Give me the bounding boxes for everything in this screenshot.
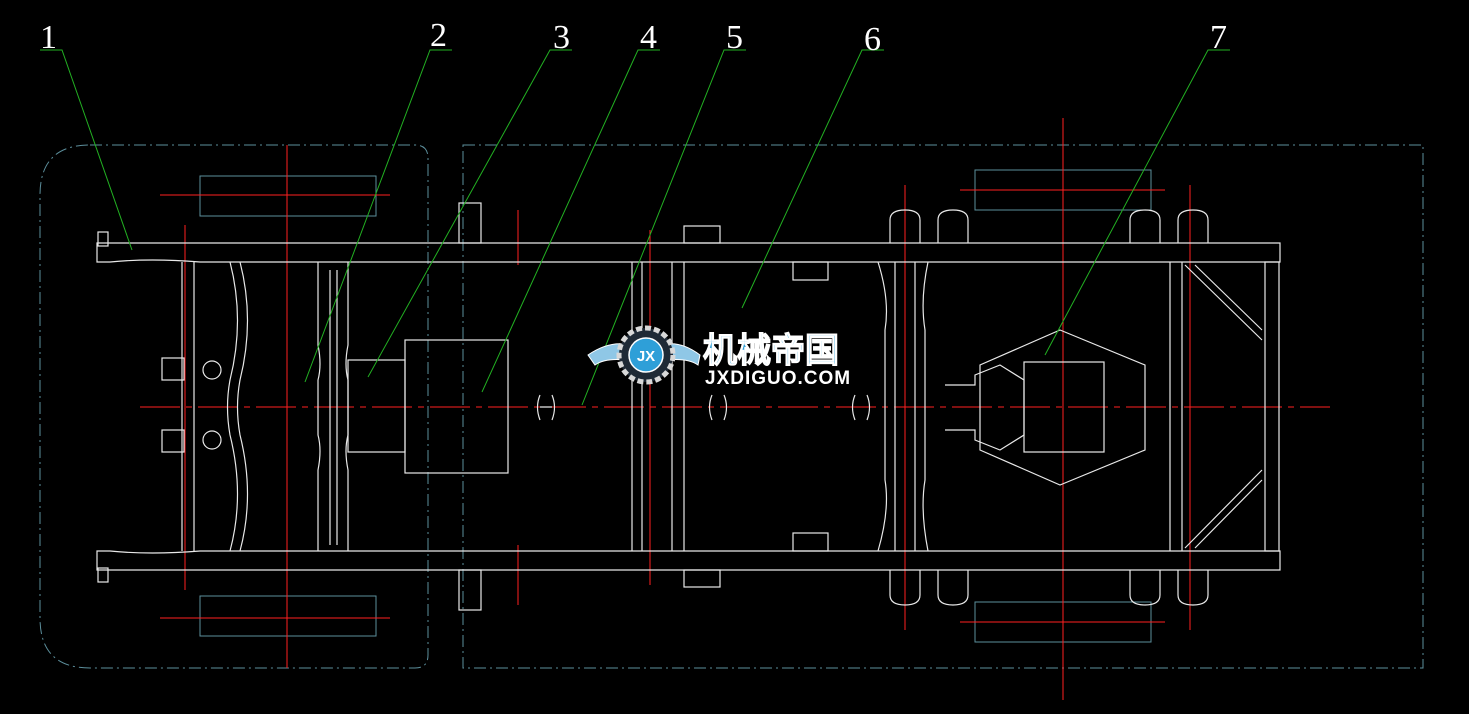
drive-shaft-joint-b <box>708 394 728 421</box>
callout-6: 6 <box>864 21 881 58</box>
leader-5 <box>581 49 746 406</box>
hanger-bottom-3 <box>1129 570 1161 606</box>
hanger-top-2 <box>937 209 969 243</box>
leader-7 <box>1044 49 1230 356</box>
top-frame-rail <box>96 242 1281 263</box>
callout-4: 4 <box>640 19 657 56</box>
watermark-en-text: JXDIGUO.COM <box>705 368 851 389</box>
bracket-bottom-c <box>792 532 829 552</box>
differential-input <box>945 364 1025 451</box>
watermark-logo-text: JX <box>637 348 655 365</box>
hanger-bottom-4 <box>1177 570 1209 606</box>
callout-5: 5 <box>726 19 743 56</box>
body-outline <box>462 144 1424 669</box>
leader-6 <box>741 49 884 309</box>
leader-2 <box>304 49 452 383</box>
rear-crossmember-b <box>1169 262 1183 551</box>
rear-diagonal-braces <box>1184 264 1263 549</box>
callout-3: 3 <box>553 19 570 56</box>
clutch-housing <box>347 359 406 453</box>
hanger-bottom-2 <box>937 570 969 606</box>
front-wheel-top <box>199 175 377 217</box>
rear-end-crossmember <box>1264 261 1280 552</box>
front-curved-member-a <box>226 261 239 552</box>
bracket-top-a <box>458 202 482 244</box>
hanger-top-3 <box>1129 209 1161 243</box>
rear-axle-housing <box>979 329 1146 486</box>
leader-lines <box>40 49 1230 406</box>
bracket-bottom-a <box>458 569 482 611</box>
front-wheel-bottom <box>199 595 377 637</box>
bottom-frame-rail <box>96 550 1281 571</box>
bracket-top-c <box>792 261 829 281</box>
callout-7: 7 <box>1210 19 1227 56</box>
hanger-top-1 <box>889 209 921 243</box>
hanger-bottom-1 <box>889 570 921 606</box>
front-curved-member-b <box>236 261 249 552</box>
rear-crossmember-a <box>877 261 929 552</box>
callout-2: 2 <box>430 17 447 54</box>
hanger-top-4 <box>1177 209 1209 243</box>
drive-shaft-joint-c <box>851 394 871 421</box>
leader-4 <box>481 49 660 393</box>
front-tow-hook-b <box>161 429 185 453</box>
cab-outline <box>39 144 429 669</box>
callout-labels: 1 2 3 4 5 6 7 <box>40 17 1227 58</box>
callout-1: 1 <box>40 19 57 56</box>
watermark: JX 机械帝国 JXDIGUO.COM <box>587 325 851 389</box>
suspension-hangers <box>97 202 1209 611</box>
front-corner-bottom <box>97 567 109 583</box>
front-tow-hook-a <box>161 357 185 381</box>
front-pin-b <box>202 430 222 450</box>
centerlines <box>140 118 1330 700</box>
watermark-cn-text: 机械帝国 <box>703 331 839 371</box>
crossmembers <box>181 261 1263 552</box>
bracket-top-b <box>683 225 721 244</box>
bracket-bottom-b <box>683 569 721 588</box>
frame-rails <box>96 242 1281 571</box>
leader-3 <box>367 49 572 378</box>
front-corner-top <box>97 231 109 247</box>
front-pin-a <box>202 360 222 380</box>
drive-shaft-joint-a <box>536 394 556 421</box>
middle-crossmember <box>631 262 685 551</box>
front-crossmember <box>181 262 195 551</box>
leader-1 <box>40 49 133 251</box>
powertrain <box>347 329 1146 486</box>
watermark-gear-core <box>628 337 664 373</box>
